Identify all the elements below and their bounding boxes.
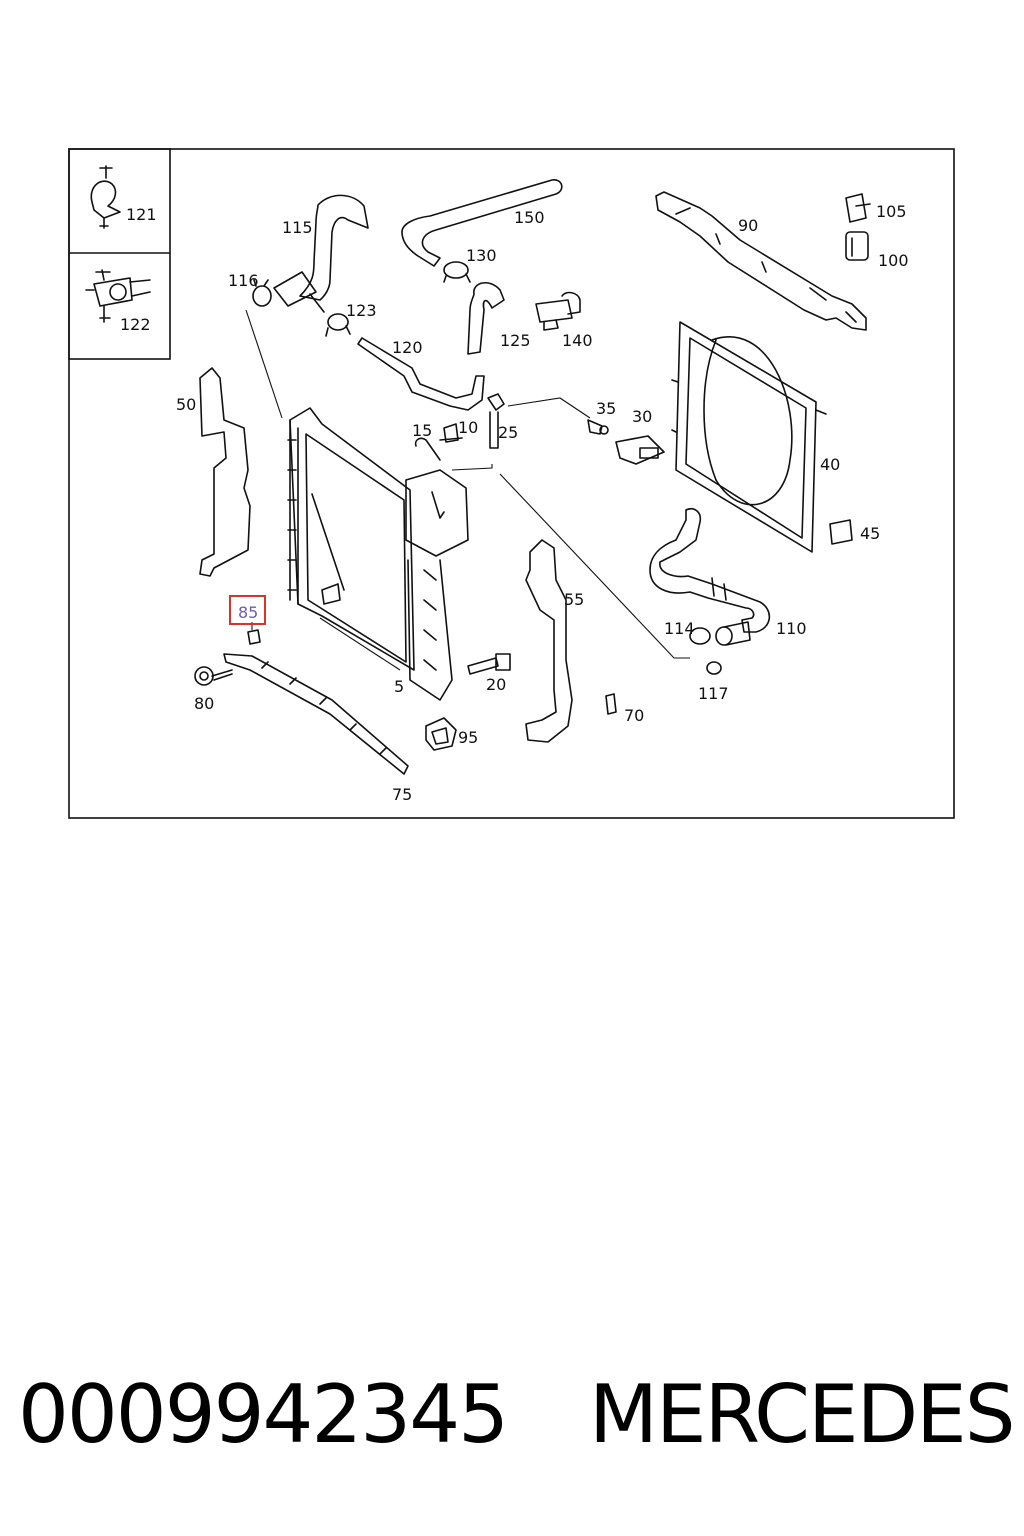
- clamp-123-drawing: [325, 313, 351, 337]
- clamp-116-drawing: [252, 279, 272, 307]
- sensor-25-drawing: [487, 393, 505, 449]
- pipe-end-110-drawing: [715, 621, 751, 646]
- callout-50: 50: [176, 395, 196, 414]
- inset-frame: [68, 148, 171, 360]
- callout-55: 55: [564, 590, 584, 609]
- callout-85-highlight: [229, 595, 266, 625]
- screw-80-drawing: [194, 666, 233, 686]
- callout-125: 125: [500, 331, 531, 350]
- callout-140: 140: [562, 331, 593, 350]
- part-number: 0009942345: [18, 1368, 509, 1461]
- callout-90: 90: [738, 216, 758, 235]
- callout-114: 114: [664, 619, 695, 638]
- callout-150: 150: [514, 208, 545, 227]
- leader-lines: [245, 309, 690, 671]
- callout-95: 95: [458, 728, 478, 747]
- air-guide-50-drawing: [199, 367, 251, 577]
- hose-150-drawing: [401, 179, 563, 267]
- callout-labels: 121 122 115 150 90 105 100 116 130 123 1…: [120, 202, 909, 804]
- hose-110-drawing: [649, 507, 771, 633]
- callout-110: 110: [776, 619, 807, 638]
- clip-85-drawing: [247, 629, 261, 645]
- clamp-121-drawing: [90, 165, 121, 229]
- callout-30: 30: [632, 407, 652, 426]
- clip-100-drawing: [845, 231, 869, 261]
- clip-105-drawing: [845, 193, 871, 223]
- callout-20: 20: [486, 675, 506, 694]
- mount-95-drawing: [425, 717, 457, 751]
- callout-115: 115: [282, 218, 313, 237]
- callout-117: 117: [698, 684, 729, 703]
- cap-10-drawing: [439, 423, 463, 443]
- callout-130: 130: [466, 246, 497, 265]
- brand-name: MERCEDES: [588, 1368, 1016, 1461]
- clip-45-drawing: [829, 519, 853, 545]
- callout-100: 100: [878, 251, 909, 270]
- hose-125-drawing: [467, 282, 505, 355]
- air-guide-55-drawing: [525, 539, 573, 743]
- callout-80: 80: [194, 694, 214, 713]
- product-caption: 0009942345 MERCEDES: [18, 1368, 1018, 1478]
- connector-122-drawing: [85, 269, 151, 323]
- expansion-tank-15-drawing: [405, 437, 469, 701]
- rail-90-drawing: [655, 191, 867, 331]
- callout-123: 123: [346, 301, 377, 320]
- callout-70: 70: [624, 706, 644, 725]
- callout-105: 105: [876, 202, 907, 221]
- connector-30-drawing: [615, 435, 665, 465]
- clamp-114-drawing: [689, 627, 711, 645]
- callout-45: 45: [860, 524, 880, 543]
- sensor-35-drawing: [587, 419, 609, 435]
- clip-140-drawing: [535, 291, 581, 331]
- callout-10: 10: [458, 418, 478, 437]
- callout-5: 5: [394, 677, 404, 696]
- callout-120: 120: [392, 338, 423, 357]
- callout-15: 15: [412, 421, 432, 440]
- callout-40: 40: [820, 455, 840, 474]
- callout-121: 121: [126, 205, 157, 224]
- clamp-117-drawing: [706, 661, 722, 675]
- fan-shroud-40-drawing: [671, 321, 827, 553]
- seal-75-drawing: [223, 653, 409, 775]
- clip-70-drawing: [605, 693, 617, 715]
- callout-85: 85: [238, 603, 258, 622]
- callout-122: 122: [120, 315, 151, 334]
- radiator-5-drawing: [287, 407, 415, 671]
- hose-120-drawing: [357, 337, 485, 411]
- callout-116: 116: [228, 271, 259, 290]
- hose-115-drawing: [273, 194, 369, 313]
- callout-35: 35: [596, 399, 616, 418]
- diagram-frame: [68, 148, 955, 819]
- sensor-20-drawing: [467, 653, 511, 675]
- clamp-130-drawing: [443, 261, 471, 283]
- callout-25: 25: [498, 423, 518, 442]
- callout-75: 75: [392, 785, 412, 804]
